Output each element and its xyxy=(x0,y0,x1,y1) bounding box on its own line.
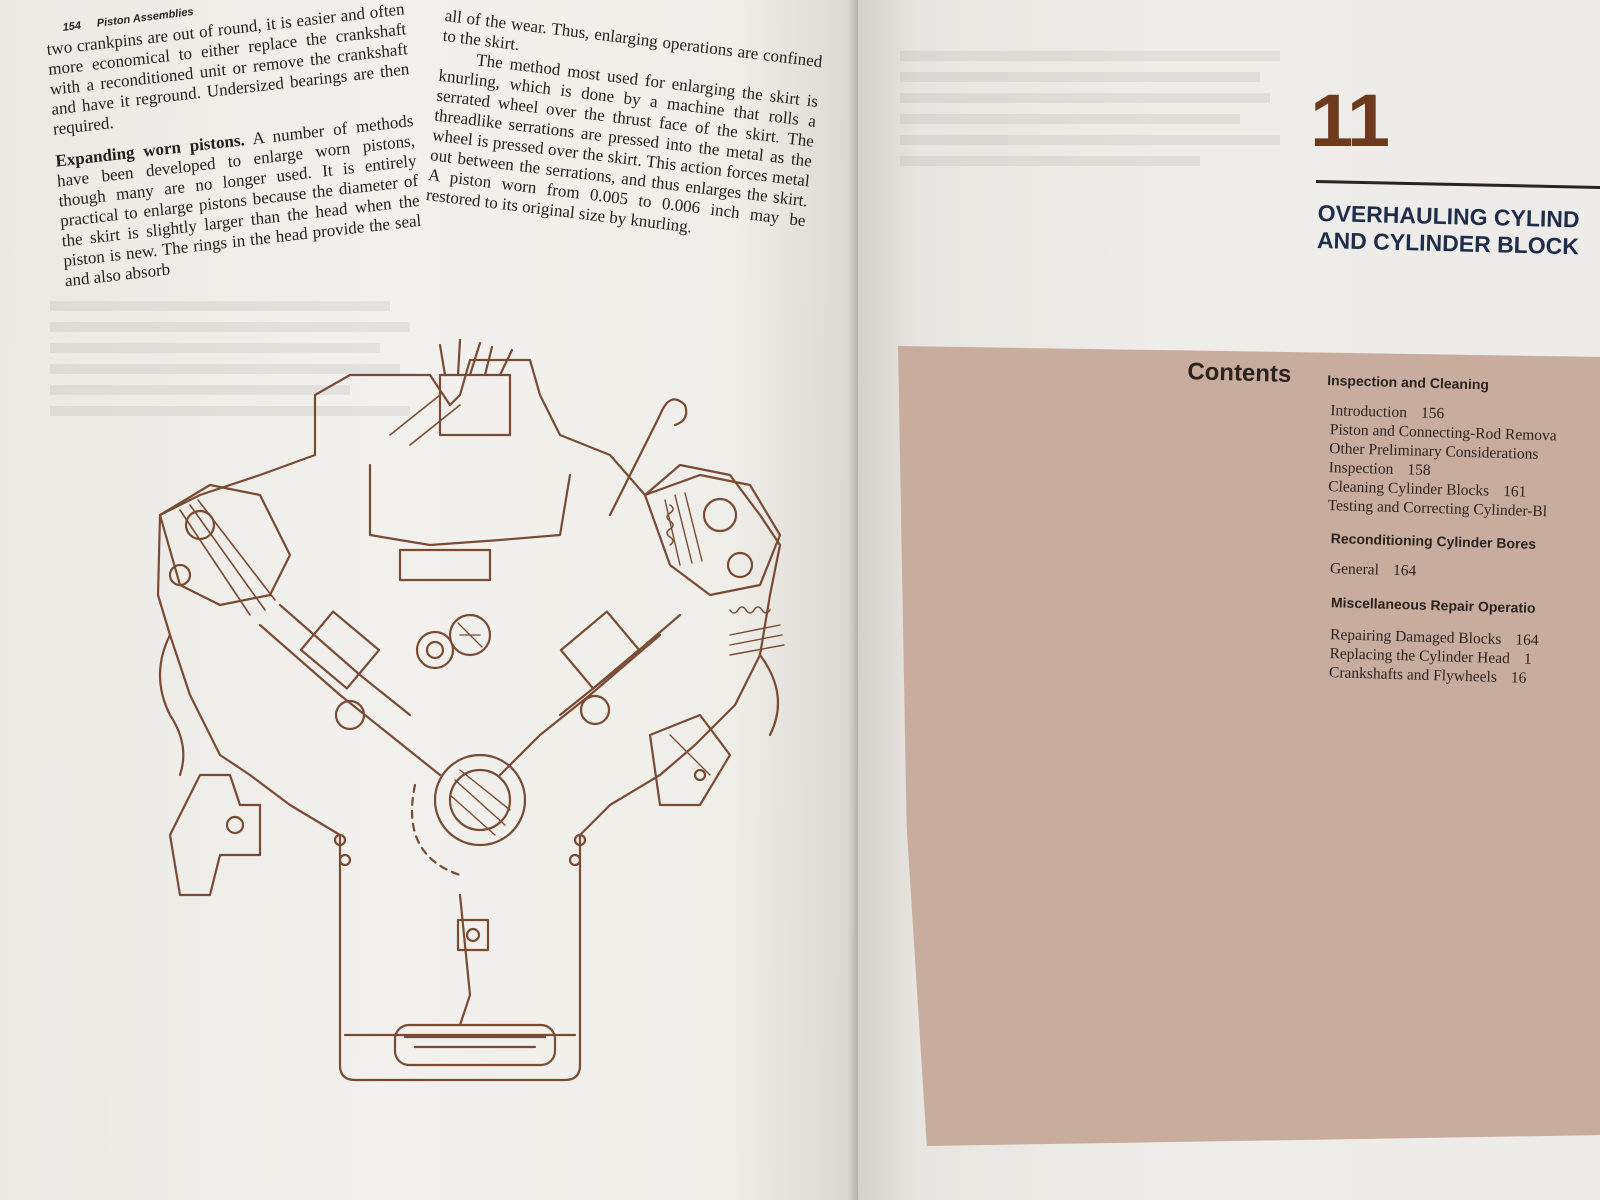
v8-engine-cross-section-icon xyxy=(156,338,785,1082)
show-through-left xyxy=(50,290,810,1150)
chapter-title: OVERHAULING CYLIND AND CYLINDER BLOCK xyxy=(1317,200,1600,262)
chapter-number: 11 xyxy=(1310,79,1390,162)
text-column-1: two crankpins are out of round, it is ea… xyxy=(46,0,423,291)
section-heading-inspection: Inspection and Cleaning xyxy=(1326,372,1490,393)
page-number: 154 xyxy=(62,19,82,34)
contents-label: Contents xyxy=(1187,358,1292,388)
show-through-right xyxy=(900,40,1300,340)
section-heading-miscellaneous: Miscellaneous Repair Operatio xyxy=(1330,594,1536,616)
toc-entry[interactable]: Testing and Correcting Cylinder-Bl xyxy=(1327,497,1548,521)
contents-panel: Contents Inspection and Cleaning Introdu… xyxy=(898,346,1600,1146)
section-heading-reconditioning: Reconditioning Cylinder Bores xyxy=(1330,530,1537,552)
